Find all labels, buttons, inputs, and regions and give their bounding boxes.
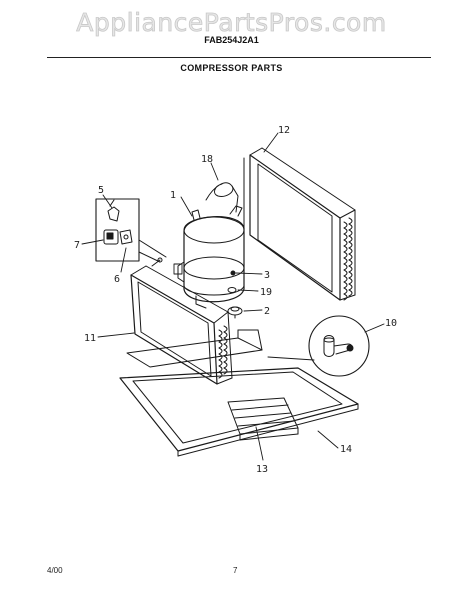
section-title: COMPRESSOR PARTS — [180, 63, 283, 73]
discharge-tube — [205, 182, 239, 213]
callout-14: 14 — [340, 444, 352, 455]
mounting-tray — [227, 397, 299, 441]
callout-13: 13 — [256, 464, 268, 475]
callout-6: 6 — [114, 274, 120, 285]
callout-18: 18 — [201, 154, 213, 165]
callout-3: 3 — [264, 270, 270, 281]
header-rule — [47, 57, 431, 58]
callout-1: 1 — [170, 190, 176, 201]
inset-relay-box — [95, 198, 167, 263]
model-number: FAB254J2A1 — [204, 35, 259, 45]
callout-7: 7 — [74, 240, 80, 251]
leader-lines — [81, 132, 385, 461]
compressor — [173, 205, 245, 309]
callout-12: 12 — [278, 125, 290, 136]
callout-5: 5 — [98, 185, 104, 196]
condenser-coil — [243, 147, 356, 301]
callout-2: 2 — [264, 306, 270, 317]
watermark: AppliancePartsPros.com — [76, 8, 387, 38]
footer-date: 4/00 — [47, 566, 63, 575]
partition-panel — [126, 329, 263, 368]
callout-19: 19 — [260, 287, 272, 298]
callout-labels: 1 18 12 5 7 6 3 19 2 10 11 13 14 — [74, 125, 397, 475]
callout-10: 10 — [385, 318, 397, 329]
evaporator-coil — [130, 257, 233, 385]
callout-11: 11 — [84, 333, 96, 344]
base-pan — [119, 367, 359, 457]
grommet — [227, 306, 243, 319]
page-number: 7 — [233, 566, 238, 575]
inset-circle-detail — [267, 315, 370, 377]
